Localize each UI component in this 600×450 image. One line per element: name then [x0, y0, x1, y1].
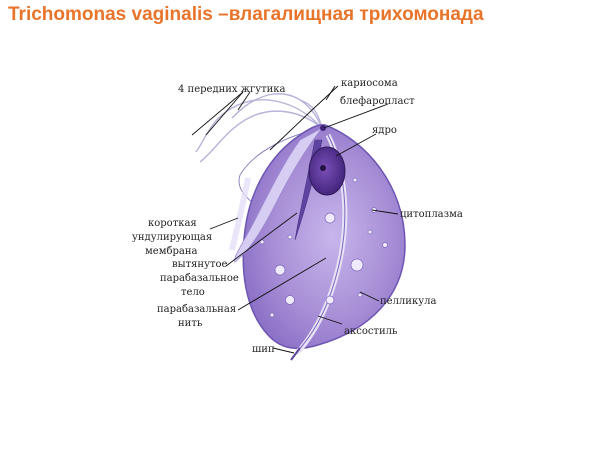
nucleus — [308, 146, 346, 196]
label-short: короткая — [148, 218, 197, 229]
karyosome — [320, 165, 326, 171]
label-cytoplasm: цитоплазма — [400, 209, 463, 220]
label-axostyle: аксостиль — [344, 326, 398, 337]
label-elongated: вытянутое — [172, 259, 228, 270]
label-parabasal-body: парабазальное — [160, 273, 239, 284]
label-parabasal-thread: парабазальная — [157, 304, 236, 315]
spike — [290, 347, 301, 361]
label-flagella: 4 передних жгутика — [178, 84, 286, 95]
label-undulating: ундулирующая — [132, 232, 212, 243]
undulating-membrane — [234, 127, 323, 263]
label-membrane: мембрана — [145, 246, 198, 257]
leader-lines — [191, 85, 399, 354]
label-karyosome: кариосома — [341, 78, 398, 89]
label-spike: шип — [252, 344, 275, 355]
page-title: Trichomonas vaginalis –влагалищная трихо… — [8, 4, 484, 25]
label-pellicle: пелликула — [380, 296, 436, 307]
blepharoplast — [320, 125, 326, 131]
label-blepharoplast: блефаропласт — [340, 96, 415, 107]
label-nucleus: ядро — [372, 125, 397, 136]
anterior-flagella — [195, 93, 323, 206]
label-body: тело — [181, 287, 205, 298]
label-thread: нить — [178, 318, 203, 329]
cytoplasm-granules — [259, 177, 388, 318]
